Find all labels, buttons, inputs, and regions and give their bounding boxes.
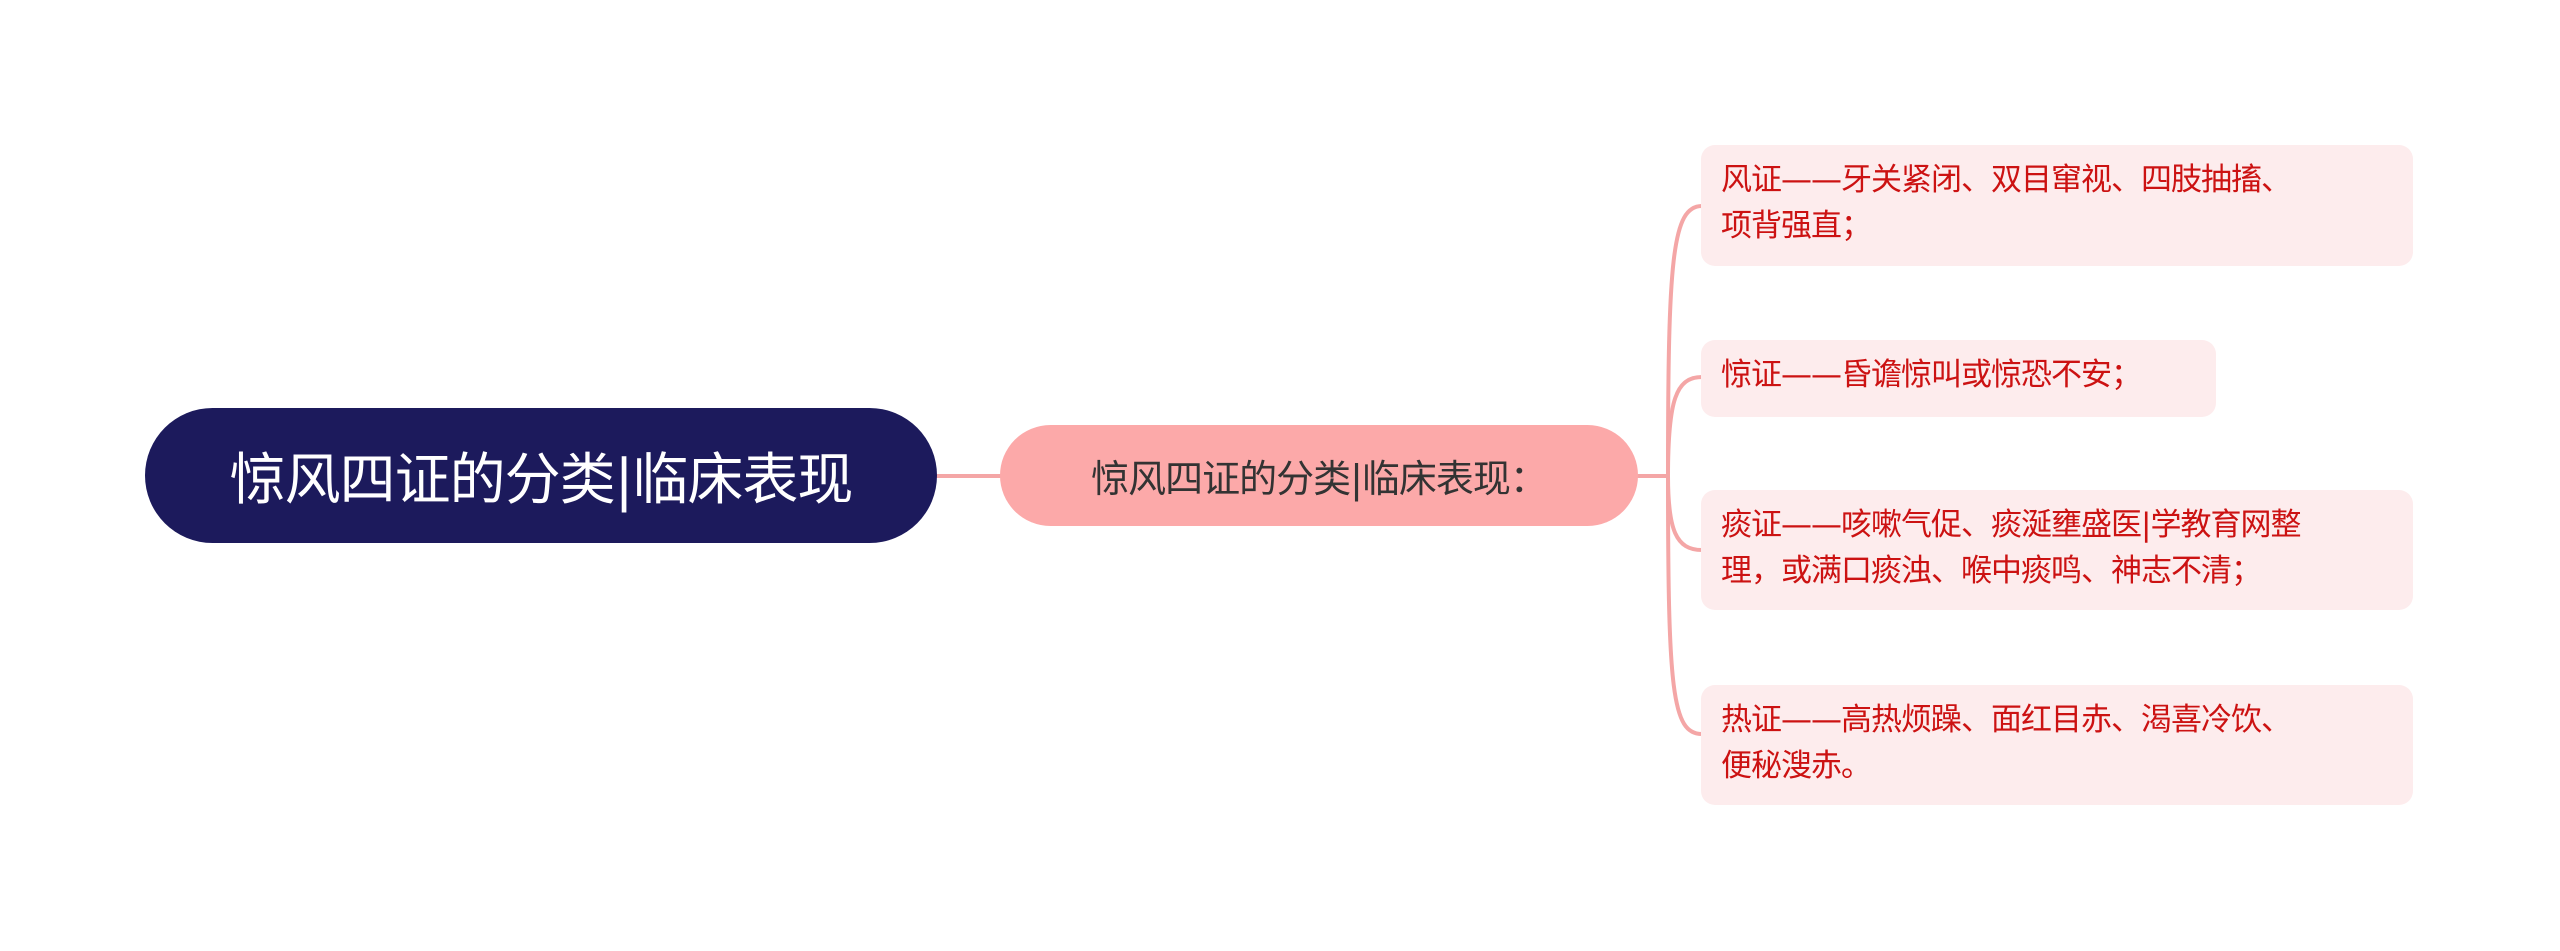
leaf-topic-heat-syndrome[interactable]: 热证——高热烦躁、面红目赤、渴喜冷饮、 便秘溲赤。 [1701,685,2413,805]
leaf-text-line: 风证——牙关紧闭、双目窜视、四肢抽搐、 [1721,162,2292,198]
leaf-topic-phlegm-syndrome[interactable]: 痰证——咳嗽气促、痰涎壅盛医|学教育网整 理，或满口痰浊、喉中痰鸣、神志不清； [1701,490,2413,610]
leaf-text-line: 项背强直； [1721,208,1872,244]
leaf-text-line: 理，或满口痰浊、喉中痰鸣、神志不清； [1721,553,2262,589]
branch-to-leaf-4-connector [1666,474,1704,736]
branch-to-leaf-3-connector [1666,474,1704,552]
leaf-text-line: 痰证——咳嗽气促、痰涎壅盛医|学教育网整 [1721,507,2301,543]
leaf-topic-fright-syndrome[interactable]: 惊证——昏谵惊叫或惊恐不安； [1701,340,2216,417]
root-topic-node[interactable]: 惊风四证的分类|临床表现 [145,408,937,543]
leaf-text-line: 惊证——昏谵惊叫或惊恐不安； [1721,357,2142,393]
leaf-text-line: 热证——高热烦躁、面红目赤、渴喜冷饮、 [1721,702,2292,738]
branch-topic-label: 惊风四证的分类|临床表现： [1091,457,1548,501]
branch-to-leaf-1-connector [1666,204,1704,478]
branch-to-leaf-2-connector [1666,375,1704,478]
branch-topic-node[interactable]: 惊风四证的分类|临床表现： [1000,425,1638,526]
leaf-topic-wind-syndrome[interactable]: 风证——牙关紧闭、双目窜视、四肢抽搐、 项背强直； [1701,145,2413,266]
leaf-text-line: 便秘溲赤。 [1721,748,1872,784]
root-topic-label: 惊风四证的分类|临床表现 [229,448,854,513]
